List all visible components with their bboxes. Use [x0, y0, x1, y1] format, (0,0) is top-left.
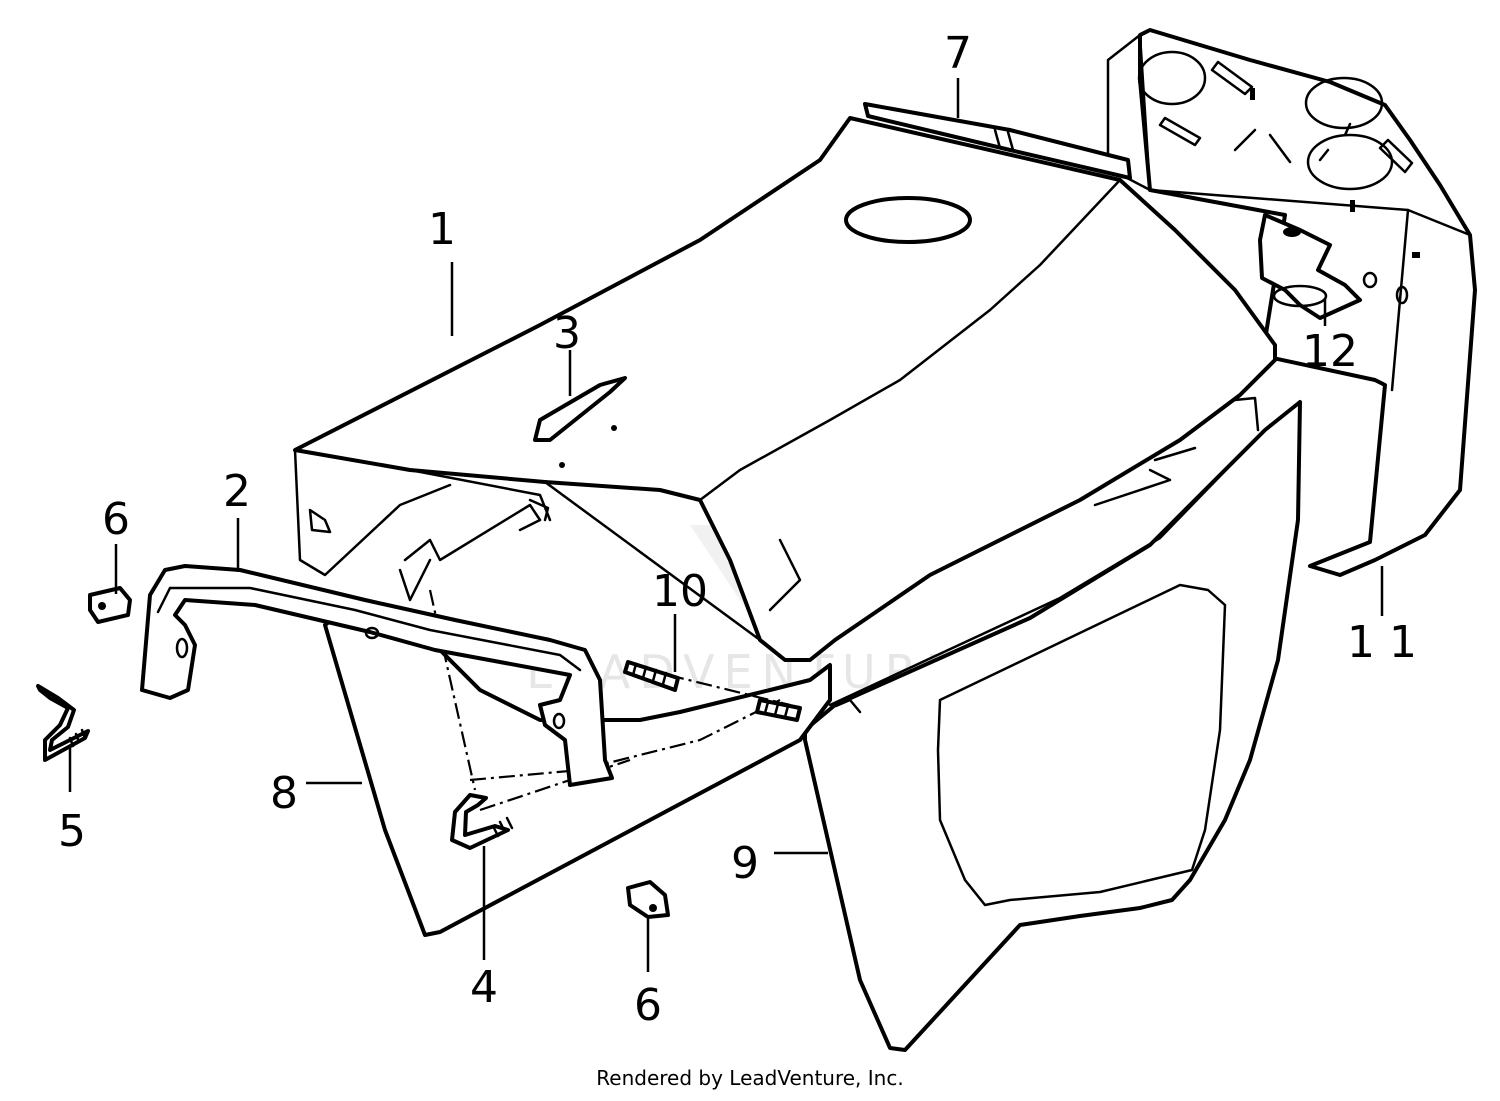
callout-2: 2: [223, 466, 251, 517]
hood-bracket-part-2: [140, 564, 614, 787]
callout-6b: 6: [634, 980, 662, 1031]
dash-panel-part-11: [1106, 28, 1477, 577]
callout-8: 8: [270, 768, 298, 819]
callout-7: 7: [944, 28, 972, 79]
seal-strip-part-7: [863, 102, 1132, 180]
callout-10: 10: [652, 566, 708, 617]
callout-9: 9: [731, 838, 759, 889]
callout-3: 3: [553, 308, 581, 359]
callout-1: 1: [428, 204, 456, 255]
render-credit: Rendered by LeadVenture, Inc.: [596, 1066, 904, 1090]
callout-4: 4: [470, 962, 498, 1013]
nut-part-6b: [626, 880, 670, 919]
hood-part-1: [293, 116, 1277, 662]
callout-12: 12: [1302, 326, 1358, 377]
j-bolt-part-4: [450, 793, 514, 850]
callout-6a: 6: [102, 494, 130, 545]
spring-part-10: [623, 660, 802, 722]
callout-5: 5: [58, 806, 86, 857]
front-grille-part-9: [803, 396, 1302, 1052]
nut-part-6a: [88, 586, 132, 624]
callout-11: 1 1: [1347, 617, 1417, 668]
j-bolt-part-5: [36, 684, 90, 762]
